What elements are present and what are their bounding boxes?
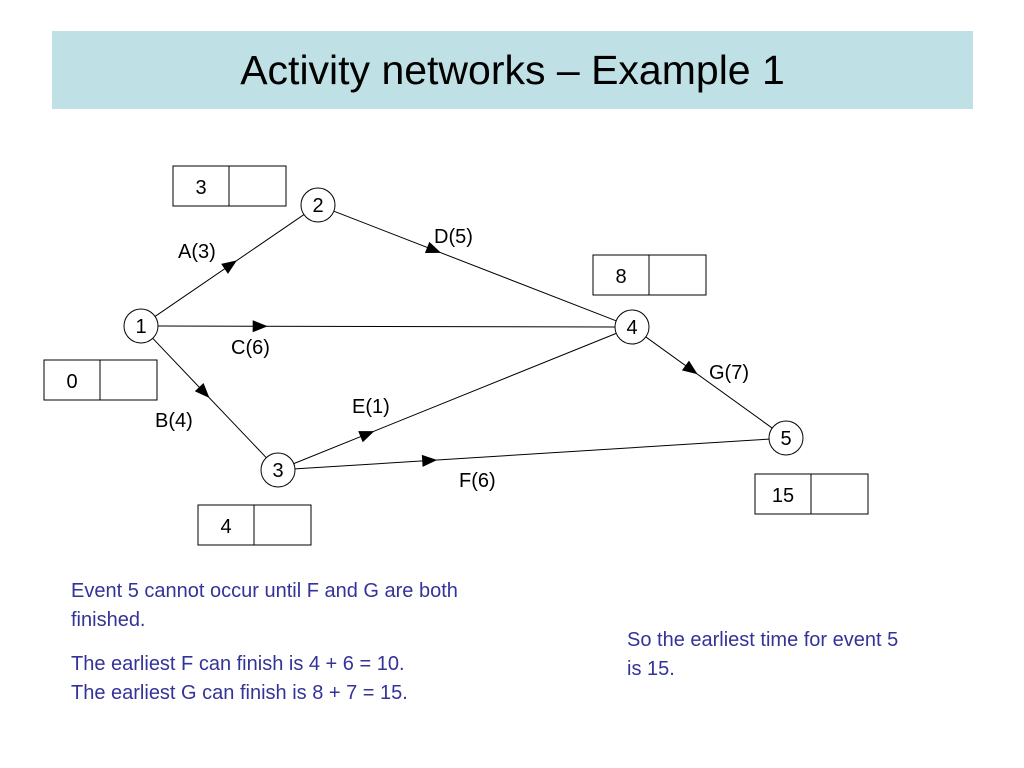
event-label: 5 [780, 428, 791, 450]
event-node-3: 3 [260, 452, 296, 488]
activity-label-g: G(7) [709, 362, 749, 384]
event-circle [300, 187, 336, 223]
event-node-2: 2 [300, 187, 336, 223]
edge-b [152, 337, 267, 459]
arrowhead-icon [221, 260, 237, 274]
page-title: Activity networks – Example 1 [240, 46, 785, 93]
event-circle [123, 308, 159, 344]
arrowhead-icon [252, 320, 268, 333]
earliest-time-value: 4 [220, 516, 231, 538]
event-time-box-3: 4 [197, 504, 312, 546]
event-time-box-2: 3 [172, 165, 287, 207]
activity-label-e: E(1) [352, 396, 390, 418]
note-earliest-g: The earliest G can finish is 8 + 7 = 15. [71, 682, 408, 704]
earliest-time-value: 8 [615, 266, 626, 288]
arrowhead-icon [421, 454, 438, 467]
event-label: 4 [626, 317, 637, 339]
event-label: 3 [272, 460, 283, 482]
edge-line [294, 438, 770, 470]
activity-label-f: F(6) [459, 470, 496, 492]
activity-label-c: C(6) [231, 337, 270, 359]
event-circle [614, 309, 650, 345]
earliest-time-value: 0 [66, 371, 77, 393]
event-label: 1 [135, 316, 146, 338]
event-time-box-1: 0 [43, 359, 158, 401]
earliest-time-value: 3 [195, 177, 206, 199]
event-node-5: 5 [768, 420, 804, 456]
edge-line [333, 210, 617, 322]
edge-c [157, 320, 616, 333]
arrowhead-icon [194, 382, 210, 398]
event-node-4: 4 [614, 309, 650, 345]
earliest-time-value: 15 [772, 485, 794, 507]
edge-line [157, 325, 616, 328]
event-circle [768, 420, 804, 456]
arrowhead-icon [681, 360, 698, 375]
note-earliest-finish: The earliest F can finish is 4 + 6 = 10.… [71, 650, 531, 708]
edge-line [293, 332, 617, 465]
activity-label-d: D(5) [434, 226, 473, 248]
edge-d [333, 210, 617, 322]
note-conclusion: So the earliest time for event 5 is 15. [627, 626, 907, 684]
note-earliest-f: The earliest F can finish is 4 + 6 = 10. [71, 653, 405, 675]
edge-a [154, 214, 305, 317]
title-bar: Activity networks – Example 1 [52, 31, 973, 109]
arrowhead-icon [424, 241, 442, 253]
edge-line [645, 336, 773, 429]
edge-g [645, 336, 773, 429]
activity-label-b: B(4) [155, 410, 193, 432]
note-event5-condition-text: Event 5 cannot occur until F and G are b… [71, 580, 458, 631]
event-label: 2 [312, 195, 323, 217]
note-conclusion-text: So the earliest time for event 5 is 15. [627, 629, 899, 680]
edge-f [294, 438, 770, 470]
event-circle [260, 452, 296, 488]
edge-e [293, 332, 617, 465]
arrowhead-icon [358, 431, 375, 443]
event-time-box-4: 8 [592, 254, 707, 296]
event-time-box-5: 15 [754, 473, 869, 515]
event-node-1: 1 [123, 308, 159, 344]
note-event5-condition: Event 5 cannot occur until F and G are b… [71, 577, 531, 635]
activity-label-a: A(3) [178, 241, 216, 263]
